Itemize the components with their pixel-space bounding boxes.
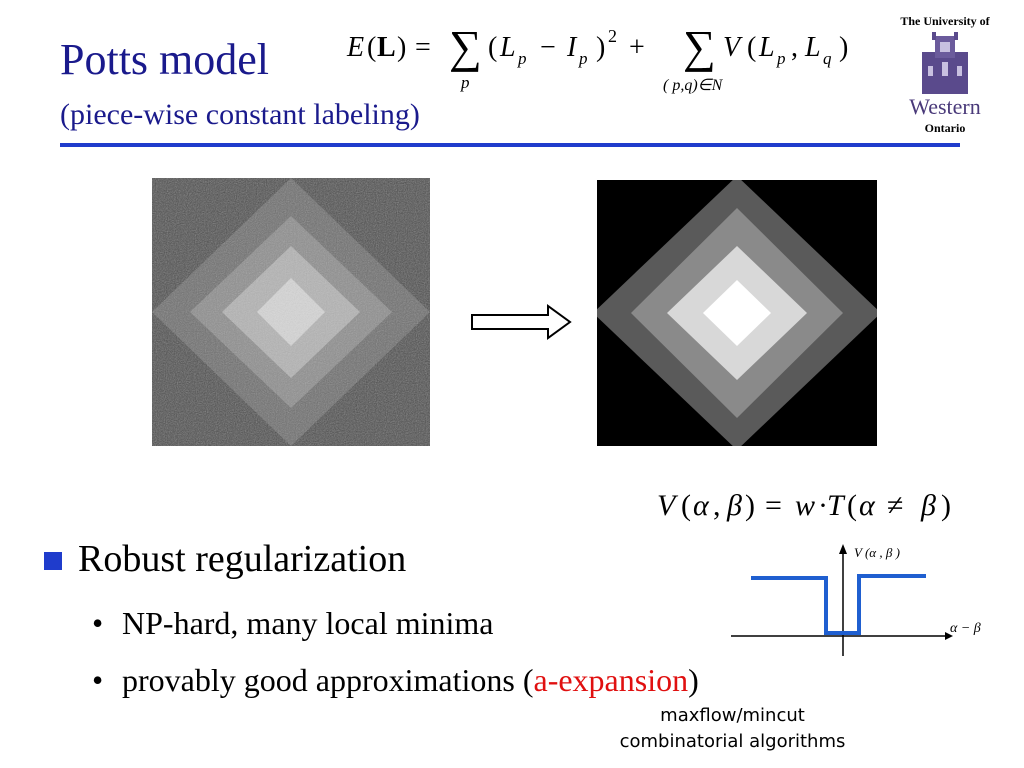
- potts-formula: V ( α , β ) = w · T ( α ≠ β ): [657, 489, 951, 522]
- energy-formula: E ( L ) = ∑ p ( L p − I p ) 2 + ∑ ( p,q)…: [346, 21, 848, 94]
- svg-text:(: (: [681, 489, 691, 522]
- labeled-output-image: [597, 180, 877, 446]
- sub-bullet-marker: •: [92, 605, 104, 641]
- svg-text:V: V: [723, 32, 743, 63]
- svg-text:): ): [745, 489, 755, 522]
- logo-bottom-text: Ontario: [924, 121, 966, 135]
- svg-text:): ): [596, 32, 605, 63]
- logo-top-text: The University of: [900, 14, 990, 28]
- university-logo: The University of Western Ontario: [880, 10, 1010, 140]
- plot-y-label: V (α , β ): [854, 545, 900, 560]
- svg-text:≠: ≠: [887, 489, 903, 522]
- svg-text:p: p: [517, 49, 527, 68]
- sub-bullet-approximations: provably good approximations (a-expansio…: [122, 664, 699, 696]
- title-underline: [60, 143, 960, 147]
- svg-text:+: +: [629, 32, 645, 63]
- svg-text:β: β: [920, 489, 936, 522]
- sub-bullet-text-end: ): [688, 662, 699, 698]
- svg-text:2: 2: [608, 26, 617, 46]
- svg-text:∑: ∑: [683, 21, 716, 72]
- svg-text:=: =: [765, 489, 782, 522]
- svg-text:): ): [397, 32, 406, 63]
- right-arrow-icon: [471, 304, 572, 340]
- plot-x-arrowhead: [945, 632, 953, 640]
- svg-text:(: (: [367, 32, 376, 63]
- bullet-robust-regularization: Robust regularization: [78, 538, 407, 580]
- svg-text:I: I: [566, 32, 578, 63]
- svg-text:V: V: [657, 489, 679, 522]
- svg-text:q: q: [823, 49, 832, 68]
- svg-text:L: L: [804, 32, 821, 63]
- algorithm-caption: maxflow/mincut combinatorial algorithms: [600, 703, 865, 755]
- bullet-marker: [44, 552, 62, 570]
- svg-text:·: ·: [818, 489, 828, 522]
- svg-text:E: E: [346, 32, 364, 63]
- plot-y-arrowhead: [839, 544, 847, 554]
- potts-penalty-curve: [751, 574, 926, 635]
- svg-text:α: α: [859, 489, 876, 522]
- plot-x-label: α − β: [950, 621, 981, 636]
- svg-text:( p,q)∈N: ( p,q)∈N: [663, 77, 724, 94]
- svg-text:=: =: [415, 32, 431, 63]
- a-expansion-highlight: a-expansion: [533, 662, 689, 698]
- svg-text:L: L: [377, 32, 396, 63]
- svg-text:L: L: [499, 32, 516, 63]
- sub-bullet-marker: •: [92, 662, 104, 698]
- svg-text:(: (: [488, 32, 497, 63]
- slide-subtitle: (piece-wise constant labeling): [60, 98, 420, 131]
- svg-text:p: p: [460, 73, 470, 92]
- potts-penalty-plot: V (α , β ) α − β: [731, 544, 981, 656]
- svg-text:α: α: [693, 489, 710, 522]
- svg-text:p: p: [776, 49, 786, 68]
- sub-bullet-text: provably good approximations (: [122, 662, 534, 698]
- svg-text:β: β: [726, 489, 742, 522]
- svg-text:): ): [941, 489, 951, 522]
- noisy-input-image: [152, 178, 430, 446]
- caption-line-2: combinatorial algorithms: [619, 731, 846, 752]
- svg-text:,: ,: [713, 489, 721, 522]
- svg-text:(: (: [747, 32, 756, 63]
- tower-icon: [922, 32, 968, 94]
- caption-line-1: maxflow/mincut: [660, 705, 805, 726]
- svg-text:∑: ∑: [449, 21, 482, 72]
- svg-text:L: L: [758, 32, 775, 63]
- svg-text:,: ,: [791, 32, 798, 63]
- svg-text:w: w: [795, 489, 815, 522]
- svg-text:−: −: [540, 32, 556, 63]
- svg-text:p: p: [578, 49, 588, 68]
- logo-name: Western: [909, 94, 981, 119]
- slide-title: Potts model: [60, 35, 270, 84]
- sub-bullet-np-hard: NP-hard, many local minima: [122, 605, 494, 641]
- svg-text:T: T: [827, 489, 846, 522]
- svg-text:): ): [839, 32, 848, 63]
- svg-text:(: (: [847, 489, 857, 522]
